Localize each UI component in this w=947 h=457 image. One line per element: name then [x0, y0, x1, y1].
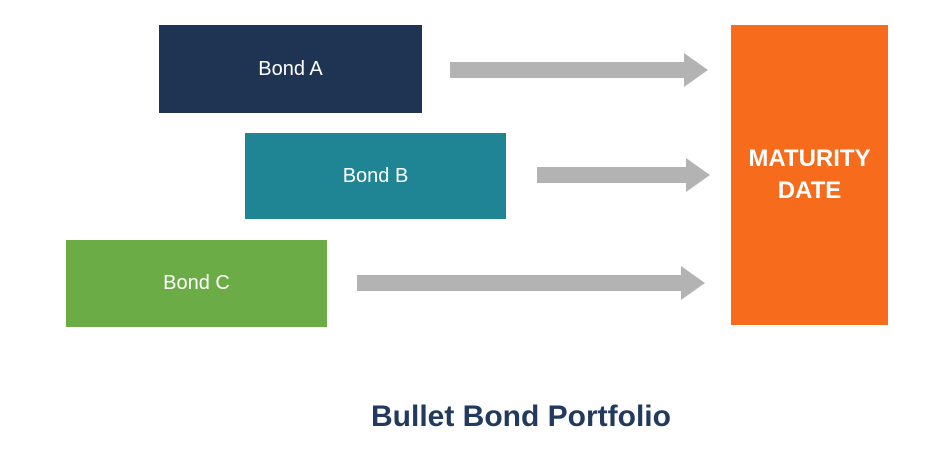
arrow-bond-b-icon — [537, 158, 710, 192]
arrow-head-icon — [681, 266, 705, 300]
bond-b-label: Bond B — [342, 164, 409, 187]
maturity-date-label: MATURITY DATE — [748, 144, 871, 204]
arrow-shaft — [450, 62, 684, 78]
bond-c-label: Bond C — [163, 272, 230, 294]
arrow-shaft — [537, 167, 686, 183]
bond-c-box: Bond C — [66, 240, 327, 327]
maturity-date-box: MATURITY DATE — [731, 25, 888, 325]
arrow-bond-a-icon — [450, 53, 708, 87]
bond-b-box: Bond B — [245, 133, 506, 219]
arrow-bond-c-icon — [357, 266, 705, 300]
arrow-head-icon — [684, 53, 708, 87]
bond-a-label: Bond A — [258, 57, 323, 80]
arrow-head-icon — [686, 158, 710, 192]
bond-a-box: Bond A — [159, 25, 422, 113]
arrow-shaft — [357, 275, 681, 291]
diagram-title: Bullet Bond Portfolio — [371, 400, 671, 433]
